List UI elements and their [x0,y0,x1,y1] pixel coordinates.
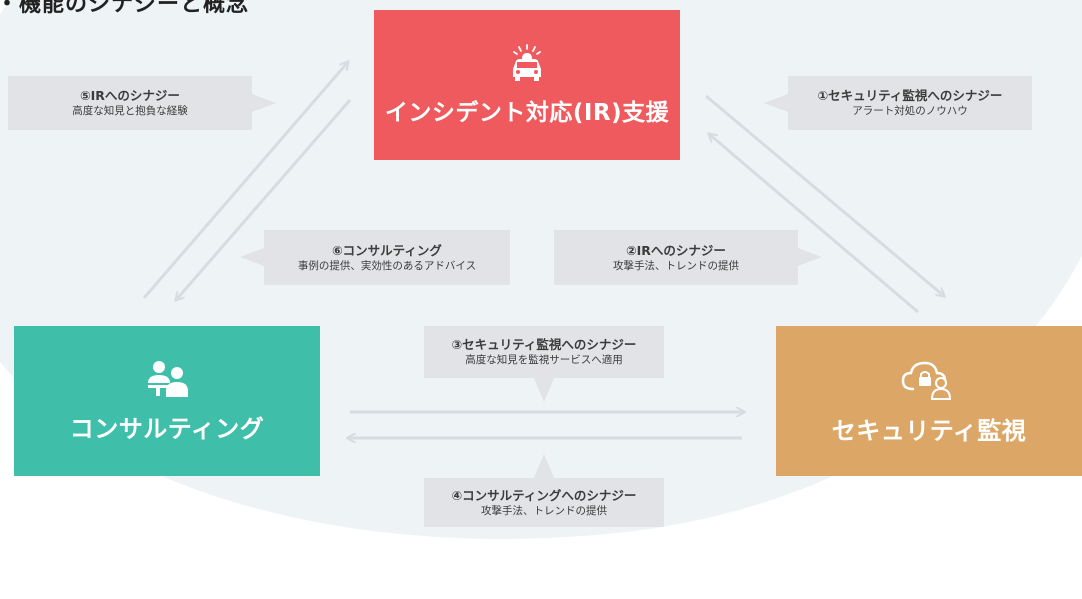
arrow-monitoring-to-ir [709,134,919,314]
people-desk-icon [145,359,189,399]
node-label-monitoring: セキュリティ監視 [831,416,1027,445]
callout-synergy-3: ③セキュリティ監視へのシナジー 高度な知見を監視サービスへ適用 [424,326,664,378]
callout-subtitle: 高度な知見を監視サービスへ適用 [465,354,623,366]
callout-synergy-4: ④コンサルティングへのシナジー 攻撃手法、トレンドの提供 [424,478,664,527]
arrow-ir-to-consulting [176,99,352,300]
callout-subtitle: アラート対処のノウハウ [852,105,968,117]
callout-pointer [534,454,554,478]
callout-title: ⑤IRへのシナジー [80,88,180,103]
node-incident-response: インシデント対応(IR)支援 [374,10,680,160]
callout-synergy-6: ⑥コンサルティング 事例の提供、実効性のあるアドバイス [264,230,510,285]
cloud-lock-user-icon [899,357,959,401]
callout-pointer [764,94,788,112]
callout-pointer [798,248,822,266]
callout-title: ③セキュリティ監視へのシナジー [451,337,637,352]
callout-subtitle: 攻撃手法、トレンドの提供 [613,259,739,272]
node-label-ir: インシデント対応(IR)支援 [384,100,670,126]
page-title: ・機能のシナジーと概念 [0,0,250,17]
siren-car-icon [507,43,547,83]
callout-synergy-2: ②IRへのシナジー 攻撃手法、トレンドの提供 [554,230,798,285]
arrow-consulting-to-ir [142,62,348,299]
callout-title: ②IRへのシナジー [626,242,726,258]
callout-subtitle: 攻撃手法、トレンドの提供 [481,504,607,517]
callout-pointer [534,378,554,402]
arrow-ir-to-monitoring [705,94,944,296]
callout-pointer [240,248,264,266]
callout-synergy-5: ⑤IRへのシナジー 高度な知見と抱負な経験 [8,76,252,130]
callout-title: ⑥コンサルティング [332,242,442,258]
callout-title: ④コンサルティングへのシナジー [451,487,637,503]
node-label-consulting: コンサルティング [69,414,265,443]
callout-pointer [252,94,276,112]
callout-synergy-1: ①セキュリティ監視へのシナジー アラート対処のノウハウ [788,76,1032,130]
callout-subtitle: 事例の提供、実効性のあるアドバイス [297,259,477,272]
node-consulting: コンサルティング [14,326,320,476]
node-security-monitoring: セキュリティ監視 [776,326,1082,476]
callout-subtitle: 高度な知見と抱負な経験 [72,105,188,117]
callout-title: ①セキュリティ監視へのシナジー [817,88,1003,103]
connector-arrows [142,0,1082,527]
